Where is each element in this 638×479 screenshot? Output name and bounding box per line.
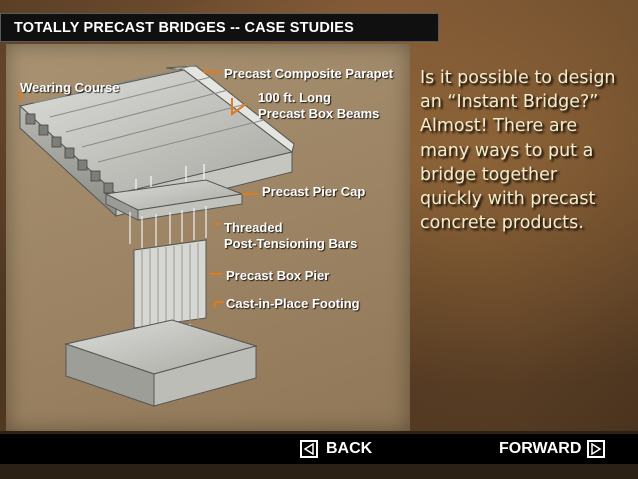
label-box-beams-line1: 100 ft. Long: [258, 90, 331, 105]
body-line: concrete products.: [420, 213, 584, 234]
label-pier-cap: Precast Pier Cap: [262, 184, 366, 199]
label-parapet: Precast Composite Parapet: [224, 66, 394, 81]
label-footing: Cast-in-Place Footing: [226, 296, 360, 311]
nav-strip: [0, 434, 638, 464]
slide-title: TOTALLY PRECAST BRIDGES -- CASE STUDIES: [14, 19, 354, 36]
bridge-diagram: Wearing Course Precast Composite Parapet…: [6, 44, 410, 432]
triangle-right-icon: [587, 440, 606, 458]
label-wearing-course: Wearing Course: [20, 80, 120, 95]
body-line: Is it possible to design: [420, 68, 616, 88]
body-line: Almost! There are: [420, 116, 578, 137]
back-button[interactable]: BACK: [300, 434, 372, 464]
forward-label: FORWARD: [499, 440, 582, 457]
label-bars-line2: Post-Tensioning Bars: [224, 236, 358, 251]
back-label: BACK: [326, 440, 373, 457]
body-line: an “Instant Bridge?”: [420, 92, 599, 113]
forward-button[interactable]: FORWARD: [499, 434, 606, 464]
label-bars-line1: Threaded: [224, 220, 283, 235]
label-box-beams-line2: Precast Box Beams: [258, 106, 380, 121]
body-line: bridge together: [420, 164, 558, 185]
body-text: Is it possible to design an “Instant Bri…: [420, 66, 635, 235]
header-bar: TOTALLY PRECAST BRIDGES -- CASE STUDIES: [0, 13, 439, 42]
label-box-pier: Precast Box Pier: [226, 268, 330, 283]
body-line: quickly with precast: [420, 189, 596, 210]
triangle-left-icon: [300, 440, 318, 458]
bridge-illustration: [18, 64, 295, 407]
body-line: many ways to put a: [420, 140, 594, 161]
